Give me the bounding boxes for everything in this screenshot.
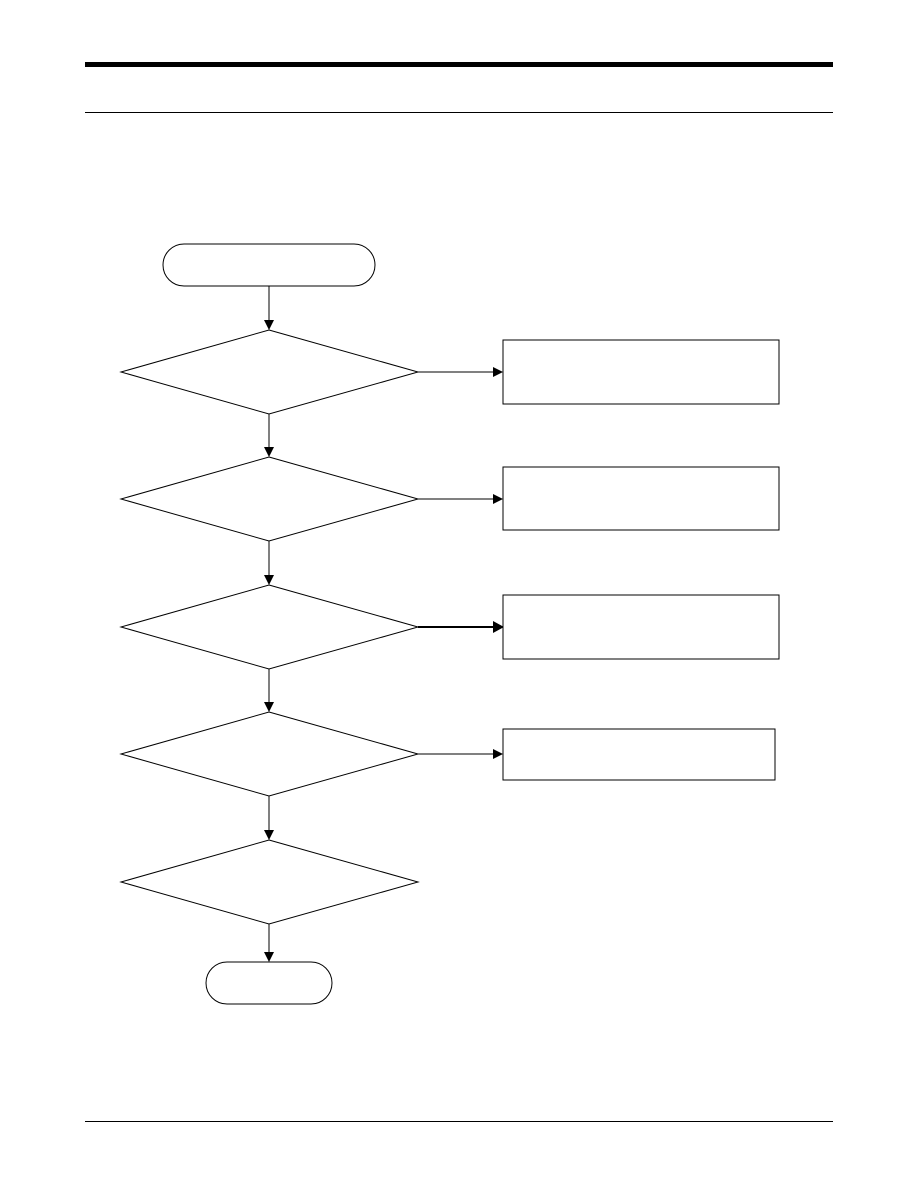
arrowhead (264, 952, 274, 962)
action-box-1 (502, 339, 780, 405)
header-rule-thin (85, 112, 833, 113)
footer-rule (85, 1121, 833, 1122)
connector-decision-3-to-action-3 (418, 621, 504, 633)
decision-4 (119, 711, 420, 797)
connector-decision-1-to-decision-2 (264, 414, 274, 457)
decision-2 (119, 456, 420, 542)
connector-decision-4-to-action-4 (418, 749, 503, 759)
decision-5 (119, 839, 420, 925)
arrowhead (493, 749, 503, 759)
end-terminator (205, 961, 333, 1005)
header-rule-thick (85, 62, 833, 67)
start-terminator (162, 243, 376, 287)
arrowhead (264, 447, 274, 457)
arrowhead (264, 830, 274, 840)
decision-3 (119, 584, 420, 670)
arrowhead (264, 320, 274, 330)
arrowhead (264, 702, 274, 712)
arrowhead (493, 494, 503, 504)
connector-decision-1-to-action-1 (418, 367, 503, 377)
connector-decision-3-to-decision-4 (264, 669, 274, 712)
connector-decision-2-to-decision-3 (264, 541, 274, 585)
decision-1 (119, 329, 420, 415)
action-box-4 (502, 728, 776, 781)
arrowhead (493, 367, 503, 377)
action-box-3 (502, 594, 780, 660)
action-box-2 (502, 466, 780, 531)
connector-decision-5-to-end (264, 924, 274, 962)
connector-decision-4-to-decision-5 (264, 796, 274, 840)
arrowhead (493, 621, 504, 633)
arrowhead (264, 575, 274, 585)
connector-decision-2-to-action-2 (418, 494, 503, 504)
connector-start-to-decision-1 (264, 286, 274, 330)
